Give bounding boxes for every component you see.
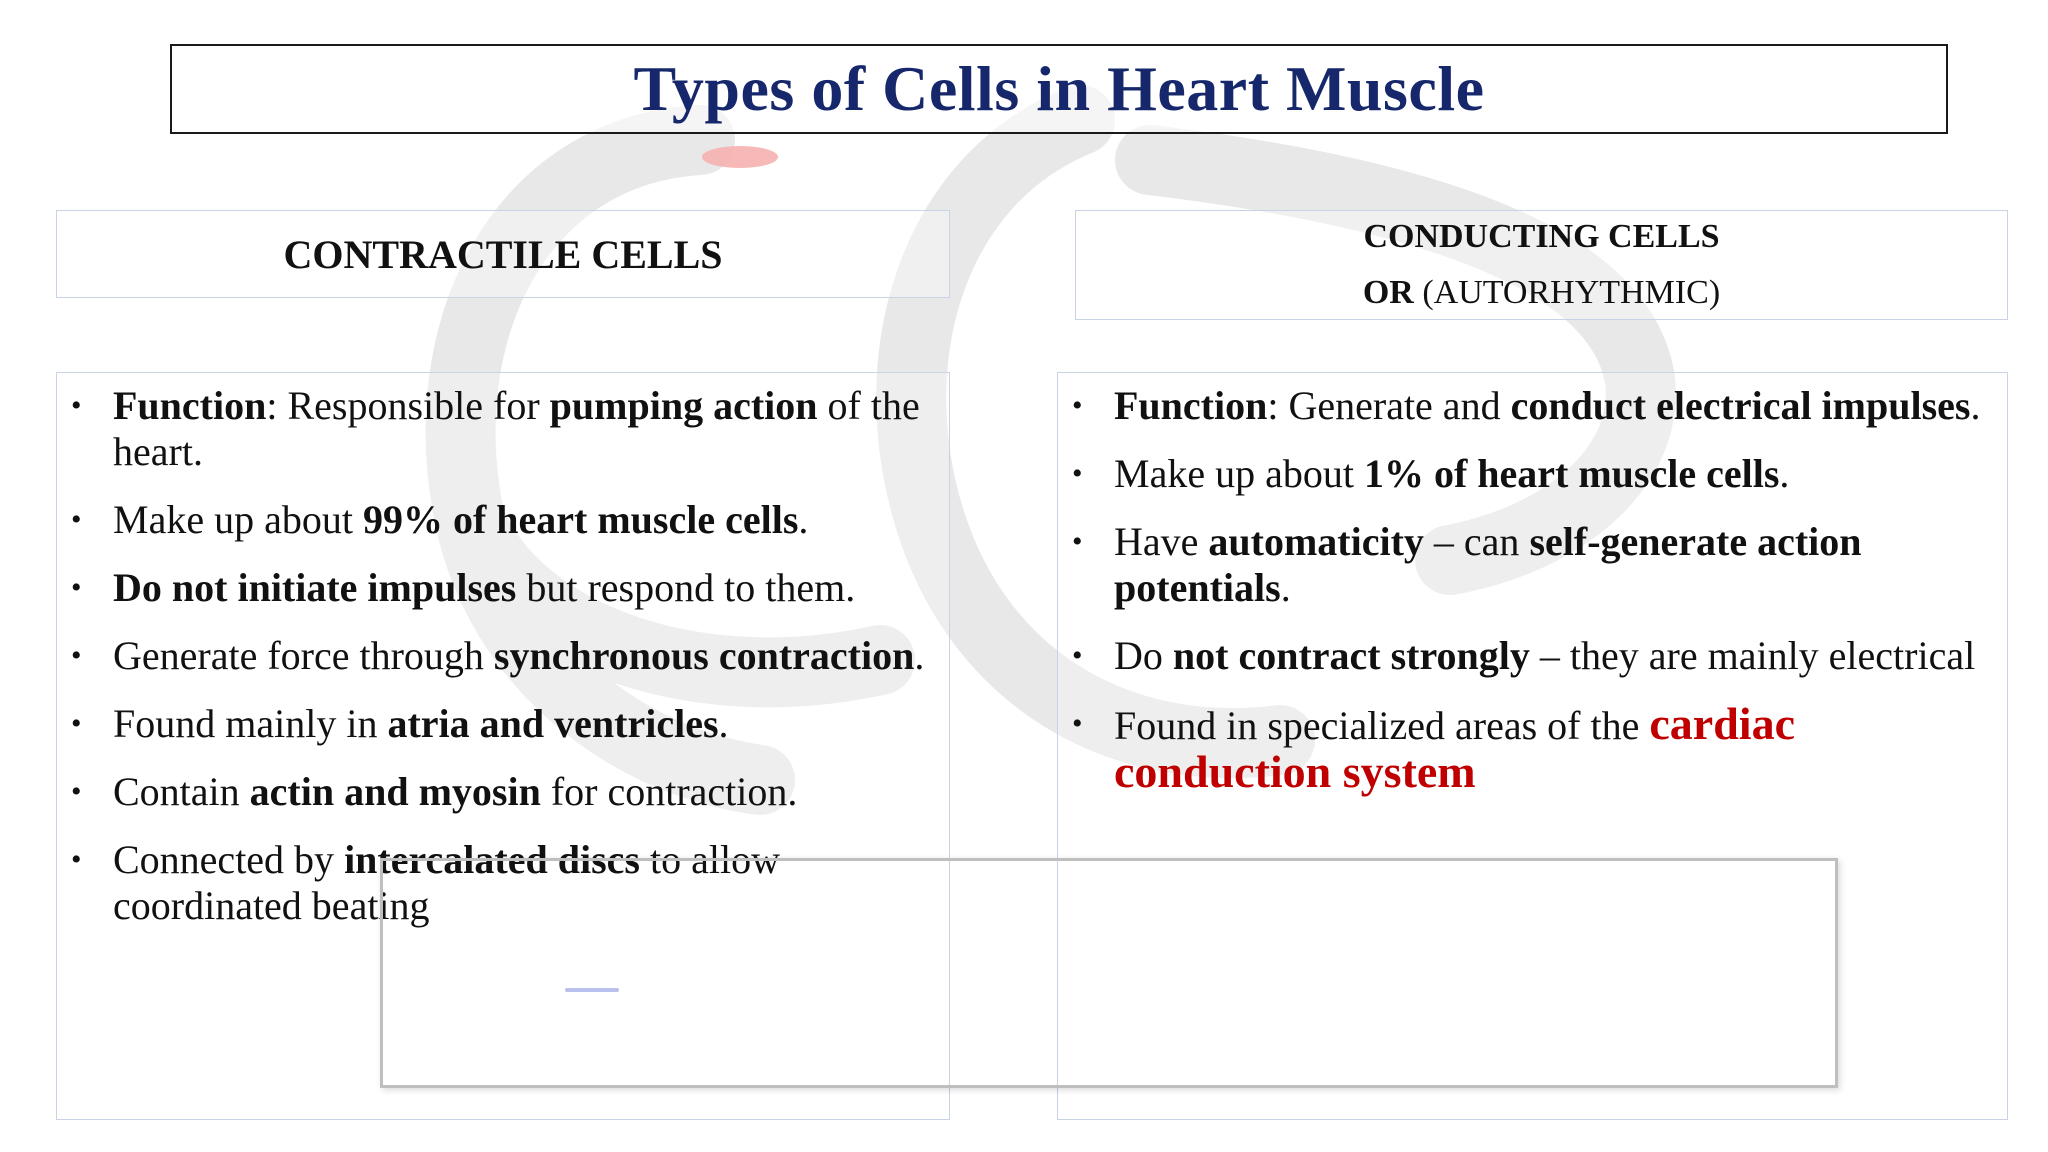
body-text: Found mainly in bbox=[113, 701, 388, 746]
body-text: to allow coordinated beating bbox=[113, 837, 780, 928]
bold-text: synchronous contraction bbox=[493, 633, 915, 678]
body-text: of the heart. bbox=[113, 383, 920, 474]
body-text: Have bbox=[1114, 519, 1209, 564]
bullet-dot: • bbox=[71, 503, 82, 536]
bold-text: atria and ventricles bbox=[387, 701, 719, 746]
body-text: Generate force through bbox=[113, 633, 494, 678]
bullet-dot: • bbox=[1072, 389, 1083, 422]
highlight-text: cardiac conduction system bbox=[1114, 698, 1795, 797]
bullet-dot: • bbox=[71, 639, 82, 672]
bold-text: conduct electrical impulses bbox=[1510, 383, 1971, 428]
bold-text: pumping action bbox=[549, 383, 818, 428]
bold-text: Function bbox=[1114, 383, 1268, 428]
bullet-dot: • bbox=[71, 571, 82, 604]
bold-text: automaticity bbox=[1208, 519, 1424, 564]
conducting-bullet-list: • Function: Generate and conduct electric… bbox=[1058, 383, 2007, 819]
body-text: : Responsible for bbox=[266, 383, 550, 428]
bullet-dot: • bbox=[1072, 525, 1083, 558]
page-title: Types of Cells in Heart Muscle bbox=[633, 53, 1485, 124]
body-text: but respond to them. bbox=[516, 565, 856, 610]
bullet-item: • Do not initiate impulses but respond to… bbox=[57, 565, 949, 611]
bold-text: 99% of heart muscle cells bbox=[362, 497, 799, 542]
bullet-dot: • bbox=[71, 389, 82, 422]
bullet-item: • Function: Generate and conduct electric… bbox=[1058, 383, 2007, 429]
overlay-frame bbox=[380, 858, 1838, 1088]
bold-text: Do not initiate impulses bbox=[113, 565, 517, 610]
bold-text: Function bbox=[113, 383, 267, 428]
body-text: – they are mainly electrical bbox=[1529, 633, 1976, 678]
bullet-dot: • bbox=[1072, 457, 1083, 490]
conducting-content: • Function: Generate and conduct electric… bbox=[1057, 372, 2008, 1120]
contractile-header: CONTRACTILE CELLS bbox=[56, 210, 950, 298]
bullet-item: • Found in specialized areas of the cardi… bbox=[1058, 701, 2007, 797]
bullet-item: • Found mainly in atria and ventricles. bbox=[57, 701, 949, 747]
bullet-item: • Make up about 99% of heart muscle cells… bbox=[57, 497, 949, 543]
contractile-content: • Function: Responsible for pumping actio… bbox=[56, 372, 950, 1120]
contractile-heading: CONTRACTILE CELLS bbox=[283, 231, 723, 277]
body-text: Found in specialized areas of the bbox=[1114, 703, 1650, 748]
bullet-dot: • bbox=[71, 843, 82, 876]
body-text: . bbox=[1280, 565, 1291, 610]
body-text: for contraction. bbox=[540, 769, 798, 814]
body-text: . bbox=[1779, 451, 1790, 496]
conducting-heading-line2: OR (AUTORHYTHMIC) bbox=[1362, 274, 1721, 311]
contractile-bullet-list: • Function: Responsible for pumping actio… bbox=[57, 383, 949, 951]
body-text: . bbox=[914, 633, 925, 678]
bullet-item: • Contain actin and myosin for contractio… bbox=[57, 769, 949, 815]
bullet-item: • Generate force through synchronous cont… bbox=[57, 633, 949, 679]
bold-text: 1% of heart muscle cells bbox=[1363, 451, 1780, 496]
body-text: Make up about bbox=[1114, 451, 1364, 496]
body-text: Contain bbox=[113, 769, 250, 814]
title-box: Types of Cells in Heart Muscle bbox=[170, 44, 1948, 134]
body-text: Do bbox=[1114, 633, 1173, 678]
bullet-dot: • bbox=[1072, 707, 1083, 740]
bullet-item: • Have automaticity – can self-generate a… bbox=[1058, 519, 2007, 611]
bullet-dot: • bbox=[71, 707, 82, 740]
text-cursor-mark bbox=[565, 988, 619, 992]
conducting-header: CONDUCTING CELLS OR (AUTORHYTHMIC) bbox=[1075, 210, 2008, 320]
bold-text: actin and myosin bbox=[249, 769, 541, 814]
bold-text: not contract strongly bbox=[1172, 633, 1530, 678]
body-text: Connected by bbox=[113, 837, 345, 882]
body-text: . bbox=[718, 701, 729, 746]
body-text: : Generate and bbox=[1267, 383, 1511, 428]
bold-text: self-generate action potentials bbox=[1114, 519, 1862, 610]
body-text: . bbox=[1970, 383, 1981, 428]
body-text: . bbox=[798, 497, 809, 542]
bullet-item: • Function: Responsible for pumping actio… bbox=[57, 383, 949, 475]
bullet-item: • Do not contract strongly – they are mai… bbox=[1058, 633, 2007, 679]
body-text: – can bbox=[1423, 519, 1530, 564]
conducting-heading-line1: CONDUCTING CELLS bbox=[1363, 218, 1720, 255]
bullet-item: • Make up about 1% of heart muscle cells. bbox=[1058, 451, 2007, 497]
bullet-dot: • bbox=[1072, 639, 1083, 672]
body-text: Make up about bbox=[113, 497, 363, 542]
bullet-dot: • bbox=[71, 775, 82, 808]
